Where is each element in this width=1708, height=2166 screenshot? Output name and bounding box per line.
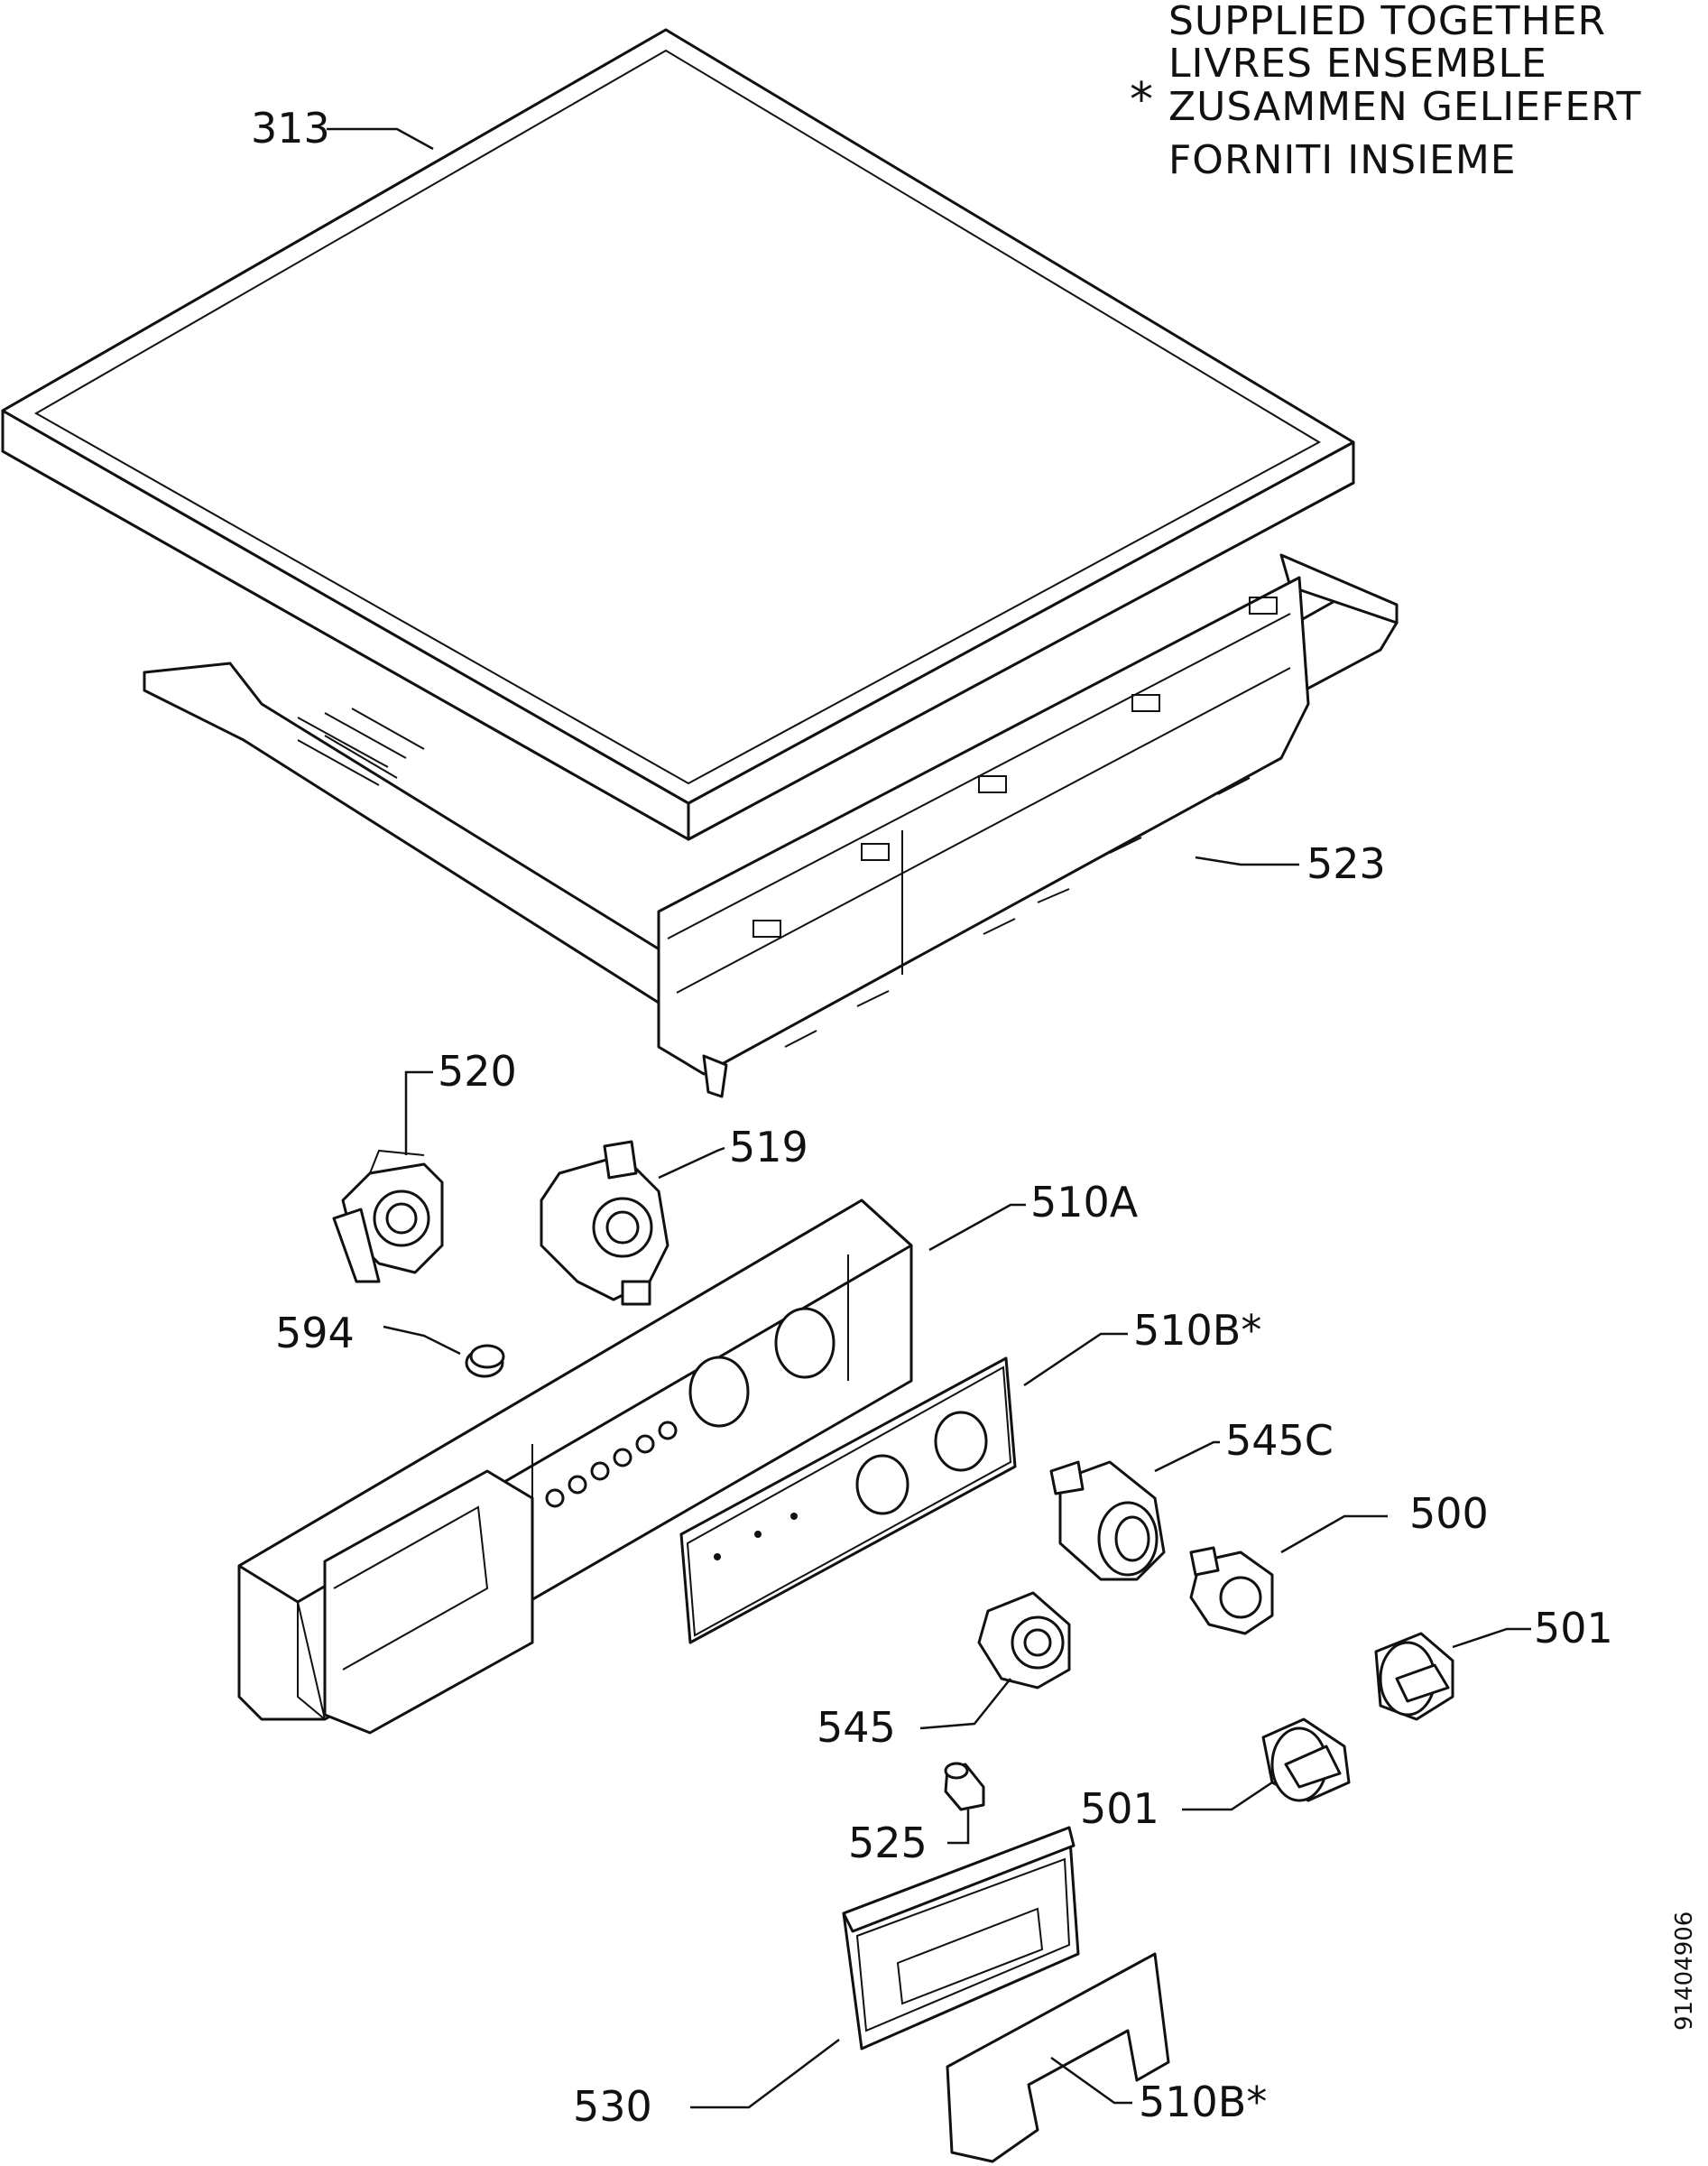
drawer-insert-510B: [946, 1952, 1170, 2163]
label-510A: 510A: [1030, 1178, 1139, 1226]
legend-line-2: LIVRES ENSEMBLE: [1168, 41, 1547, 87]
label-501-right: 501: [1534, 1604, 1613, 1652]
label-594: 594: [275, 1309, 355, 1357]
top-cover-313: [1, 28, 1355, 841]
label-510B-drawer: 510B*: [1139, 2078, 1267, 2126]
legend-asterisk: *: [1130, 73, 1153, 127]
control-panel-510A: [237, 1199, 913, 1735]
label-523: 523: [1306, 839, 1386, 888]
label-510B-panel: 510B*: [1133, 1306, 1261, 1355]
legend-line-3: ZUSAMMEN GELIEFERT: [1168, 84, 1641, 130]
knob-501-left: [1261, 1717, 1351, 1802]
switch-500: [1189, 1546, 1274, 1635]
label-545: 545: [817, 1703, 896, 1752]
label-500: 500: [1409, 1489, 1489, 1538]
label-545C: 545C: [1225, 1416, 1334, 1465]
legend-line-4: FORNITI INSIEME: [1168, 137, 1517, 183]
label-530: 530: [573, 2082, 652, 2131]
button-594: [465, 1344, 505, 1378]
legend-line-1: SUPPLIED TOGETHER: [1168, 0, 1606, 44]
switch-bracket-520: [332, 1149, 444, 1283]
label-525: 525: [848, 1819, 928, 1867]
label-313: 313: [251, 104, 330, 153]
panel-frame-523: [143, 553, 1399, 1098]
switch-bracket-519: [540, 1140, 669, 1306]
drawer-front-530: [842, 1826, 1080, 2050]
label-520: 520: [438, 1047, 517, 1096]
push-rod-525: [944, 1762, 985, 1811]
leader-lines: [327, 127, 1531, 2109]
label-501-left: 501: [1080, 1784, 1159, 1833]
lamp-holder-545C: [1049, 1460, 1166, 1581]
label-519: 519: [729, 1123, 808, 1171]
part-labels: 313 523 520 519 510A 594 510B* 545C 500 …: [251, 104, 1613, 2131]
document-number: 91404906: [1671, 1911, 1698, 2031]
knob-501-right: [1374, 1632, 1454, 1721]
selector-switch-545: [977, 1591, 1071, 1689]
panel-insert-510B: [679, 1356, 1017, 1644]
legend: SUPPLIED TOGETHER LIVRES ENSEMBLE * ZUSA…: [1130, 0, 1641, 183]
